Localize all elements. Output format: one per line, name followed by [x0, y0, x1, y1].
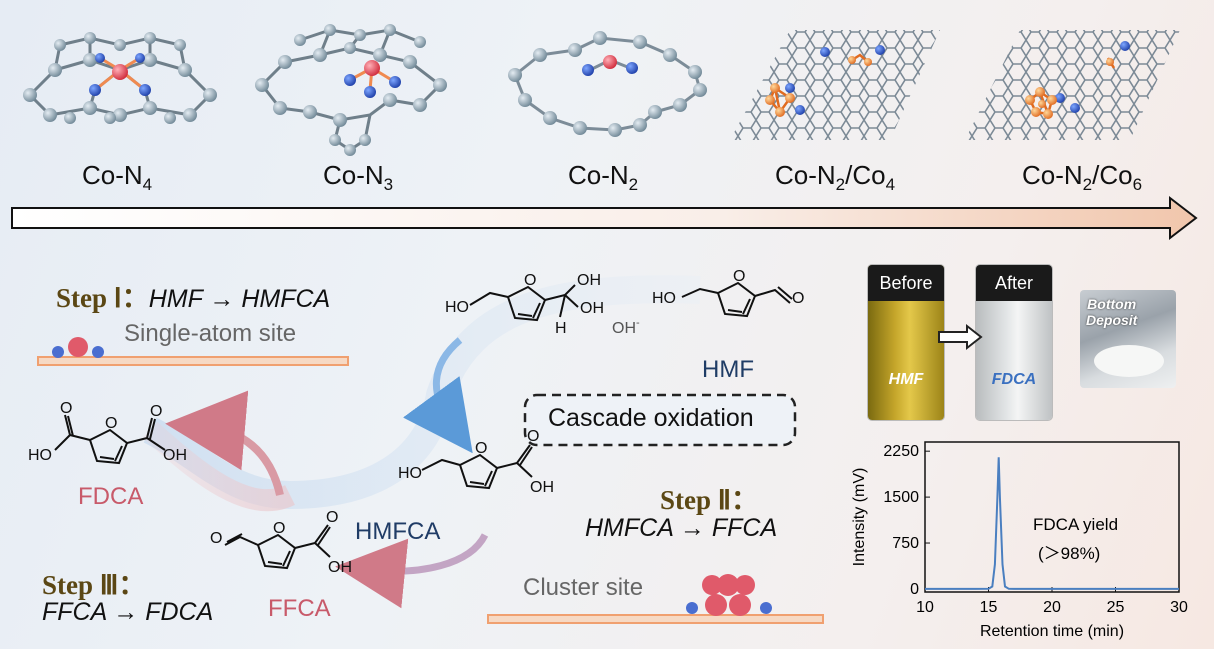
atom-o-fdca-left: O — [60, 400, 72, 417]
step1-heading: Step Ⅰ：HMF → HMFCA — [56, 283, 331, 313]
atom-h-diol: H — [555, 320, 567, 337]
atom-o-ffca-aldehyde: O — [210, 530, 222, 547]
atom-ho-diol: HO — [445, 299, 469, 316]
x-tick-label: 15 — [980, 599, 998, 616]
x-tick-label: 25 — [1107, 599, 1125, 616]
catalyst-label-co-n2: Co-N2 — [568, 160, 639, 195]
fdca-chromatogram: 10 15 20 25 30 0 750 1500 2250 Retention time (… — [851, 441, 1188, 640]
vial-hmf-label: HMF — [888, 371, 924, 388]
catalyst-label-co-n4: Co-N4 — [82, 160, 153, 195]
atom-oh-hmfca: OH — [530, 479, 554, 496]
x-tick-label: 10 — [916, 599, 934, 616]
hydroxide-label: OH- — [612, 317, 640, 337]
hmfca-label: HMFCA — [355, 518, 441, 545]
y-tick-label: 750 — [892, 535, 919, 552]
atom-o-fdca-right: O — [150, 403, 162, 420]
co-n3-structure — [255, 24, 447, 156]
atom-o-ffca-ring: O — [273, 520, 285, 537]
atom-o-hmf-ring: O — [733, 268, 745, 285]
catalyst-label-co-n2-co4: Co-N2/Co4 — [775, 160, 896, 195]
progression-arrow — [11, 195, 1198, 241]
deposit-powder — [1094, 345, 1164, 377]
atom-oh-ffca: OH — [328, 559, 352, 576]
co-n4-structure — [23, 32, 217, 124]
catalyst-label-co-n2-co6: Co-N2/Co6 — [1022, 160, 1143, 195]
y-axis-label: Intensity (mV) — [851, 468, 868, 567]
atom-o-diol-ring: O — [524, 272, 536, 289]
co-n2-structure — [508, 31, 707, 137]
co-n2-co4-structure — [730, 30, 940, 140]
atom-o-ffca-carbonyl: O — [326, 509, 338, 526]
transfer-arrow-icon — [938, 323, 983, 351]
before-label: Before — [868, 265, 944, 301]
step2-title: Step Ⅱ： — [660, 485, 759, 515]
hmf-label: HMF — [702, 356, 754, 383]
fdca-label: FDCA — [78, 483, 144, 510]
x-tick-label: 20 — [1043, 599, 1061, 616]
yield-annotation-line2: (＞98%) — [1038, 544, 1100, 563]
after-label: After — [976, 265, 1052, 301]
chromatogram-trace — [925, 457, 1179, 590]
yield-annotation-line1: FDCA yield — [1033, 515, 1118, 534]
catalyst-structures — [11, 24, 1198, 241]
step2-equation: HMFCA → FFCA — [585, 514, 778, 542]
atom-oh-diol-1: OH — [577, 272, 601, 289]
cascade-oxidation-label: Cascade oxidation — [548, 404, 754, 432]
after-vial-photo: After FDCA — [976, 265, 1052, 420]
before-vial-photo: Before HMF — [868, 265, 944, 420]
x-tick-label: 30 — [1170, 599, 1188, 616]
atom-ho-hmfca: HO — [398, 465, 422, 482]
atom-ho-hmf: HO — [652, 290, 676, 307]
y-tick-label: 2250 — [883, 443, 919, 460]
single-atom-site-label: Single-atom site — [124, 320, 297, 347]
atom-ho-fdca: HO — [28, 447, 52, 464]
ffca-label: FFCA — [268, 595, 331, 622]
atom-o-fdca-ring: O — [105, 415, 117, 432]
step3-equation: FFCA → FDCA — [42, 598, 214, 626]
atom-oh-diol-2: OH — [580, 300, 604, 317]
cluster-site-label: Cluster site — [523, 574, 644, 601]
reaction-scheme: HO O OH OH H OH- HO O O HO O O OH O O O … — [28, 268, 824, 624]
atom-o-hmfca-ring: O — [475, 440, 487, 457]
vial-fdca-label: FDCA — [991, 371, 1037, 388]
y-tick-label: 0 — [910, 581, 919, 598]
atom-oh-fdca: OH — [163, 447, 187, 464]
step3-title: Step Ⅲ： — [42, 570, 146, 600]
atom-o-hmfca-carbonyl: O — [527, 428, 539, 445]
co-n2-co6-structure — [965, 30, 1180, 140]
y-tick-label: 1500 — [883, 489, 919, 506]
atom-o-hmf-aldehyde: O — [792, 290, 804, 307]
catalyst-label-co-n3: Co-N3 — [323, 160, 394, 195]
x-axis-label: Retention time (min) — [980, 623, 1124, 640]
